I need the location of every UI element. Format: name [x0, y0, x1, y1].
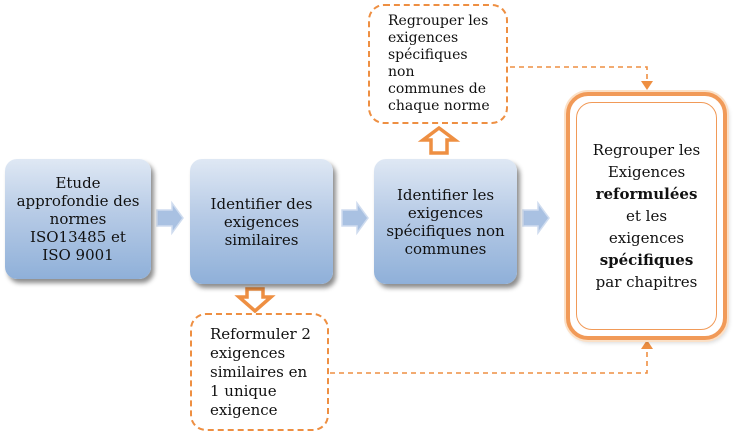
- final-line-4: et les: [625, 207, 668, 225]
- block-arrow-2: [341, 200, 369, 236]
- connector-bottom-note-to-final: [330, 346, 648, 374]
- note-group-specific: Regrouper les exigences spécifiques non …: [368, 4, 508, 124]
- block-arrow-1: [156, 200, 184, 236]
- final-line-5: exigences: [608, 229, 685, 247]
- final-line-2: Exigences: [607, 163, 686, 181]
- connector-top-note-to-final: [510, 66, 648, 84]
- step-study-standards: Etude approfondie des normes ISO13485 et…: [5, 159, 151, 279]
- final-keyword-reformulated: reformulées: [595, 185, 698, 203]
- arrowhead-bottom-to-final: [641, 340, 653, 349]
- step-study-standards-text: Etude approfondie des normes ISO13485 et…: [16, 174, 140, 264]
- note-reformulate-text: Reformuler 2 exigences similaires en 1 u…: [210, 324, 311, 419]
- final-line-3: reformulées: [596, 183, 698, 205]
- note-group-specific-text: Regrouper les exigences spécifiques non …: [388, 13, 490, 114]
- hollow-arrow-up: [417, 125, 461, 155]
- step-identify-specific: Identifier les exigences spécifiques non…: [374, 159, 517, 284]
- final-result-box: Regrouper les Exigences reformulées et l…: [566, 92, 727, 340]
- block-arrow-3: [522, 200, 550, 236]
- step-identify-similar-text: Identifier des exigences similaires: [210, 194, 313, 249]
- final-line-7: par chapitres: [595, 273, 698, 291]
- final-line-1: Regrouper les: [592, 141, 701, 159]
- final-result-inner: Regrouper les Exigences reformulées et l…: [576, 102, 717, 330]
- final-keyword-specific: spécifiques: [599, 251, 694, 269]
- step-identify-specific-text: Identifier les exigences spécifiques non…: [386, 185, 505, 258]
- step-identify-similar: Identifier des exigences similaires: [190, 159, 333, 284]
- note-reformulate: Reformuler 2 exigences similaires en 1 u…: [190, 313, 329, 431]
- arrowhead-top-to-final: [641, 81, 653, 90]
- final-line-6: spécifiques: [600, 249, 694, 271]
- hollow-arrow-down: [234, 287, 276, 314]
